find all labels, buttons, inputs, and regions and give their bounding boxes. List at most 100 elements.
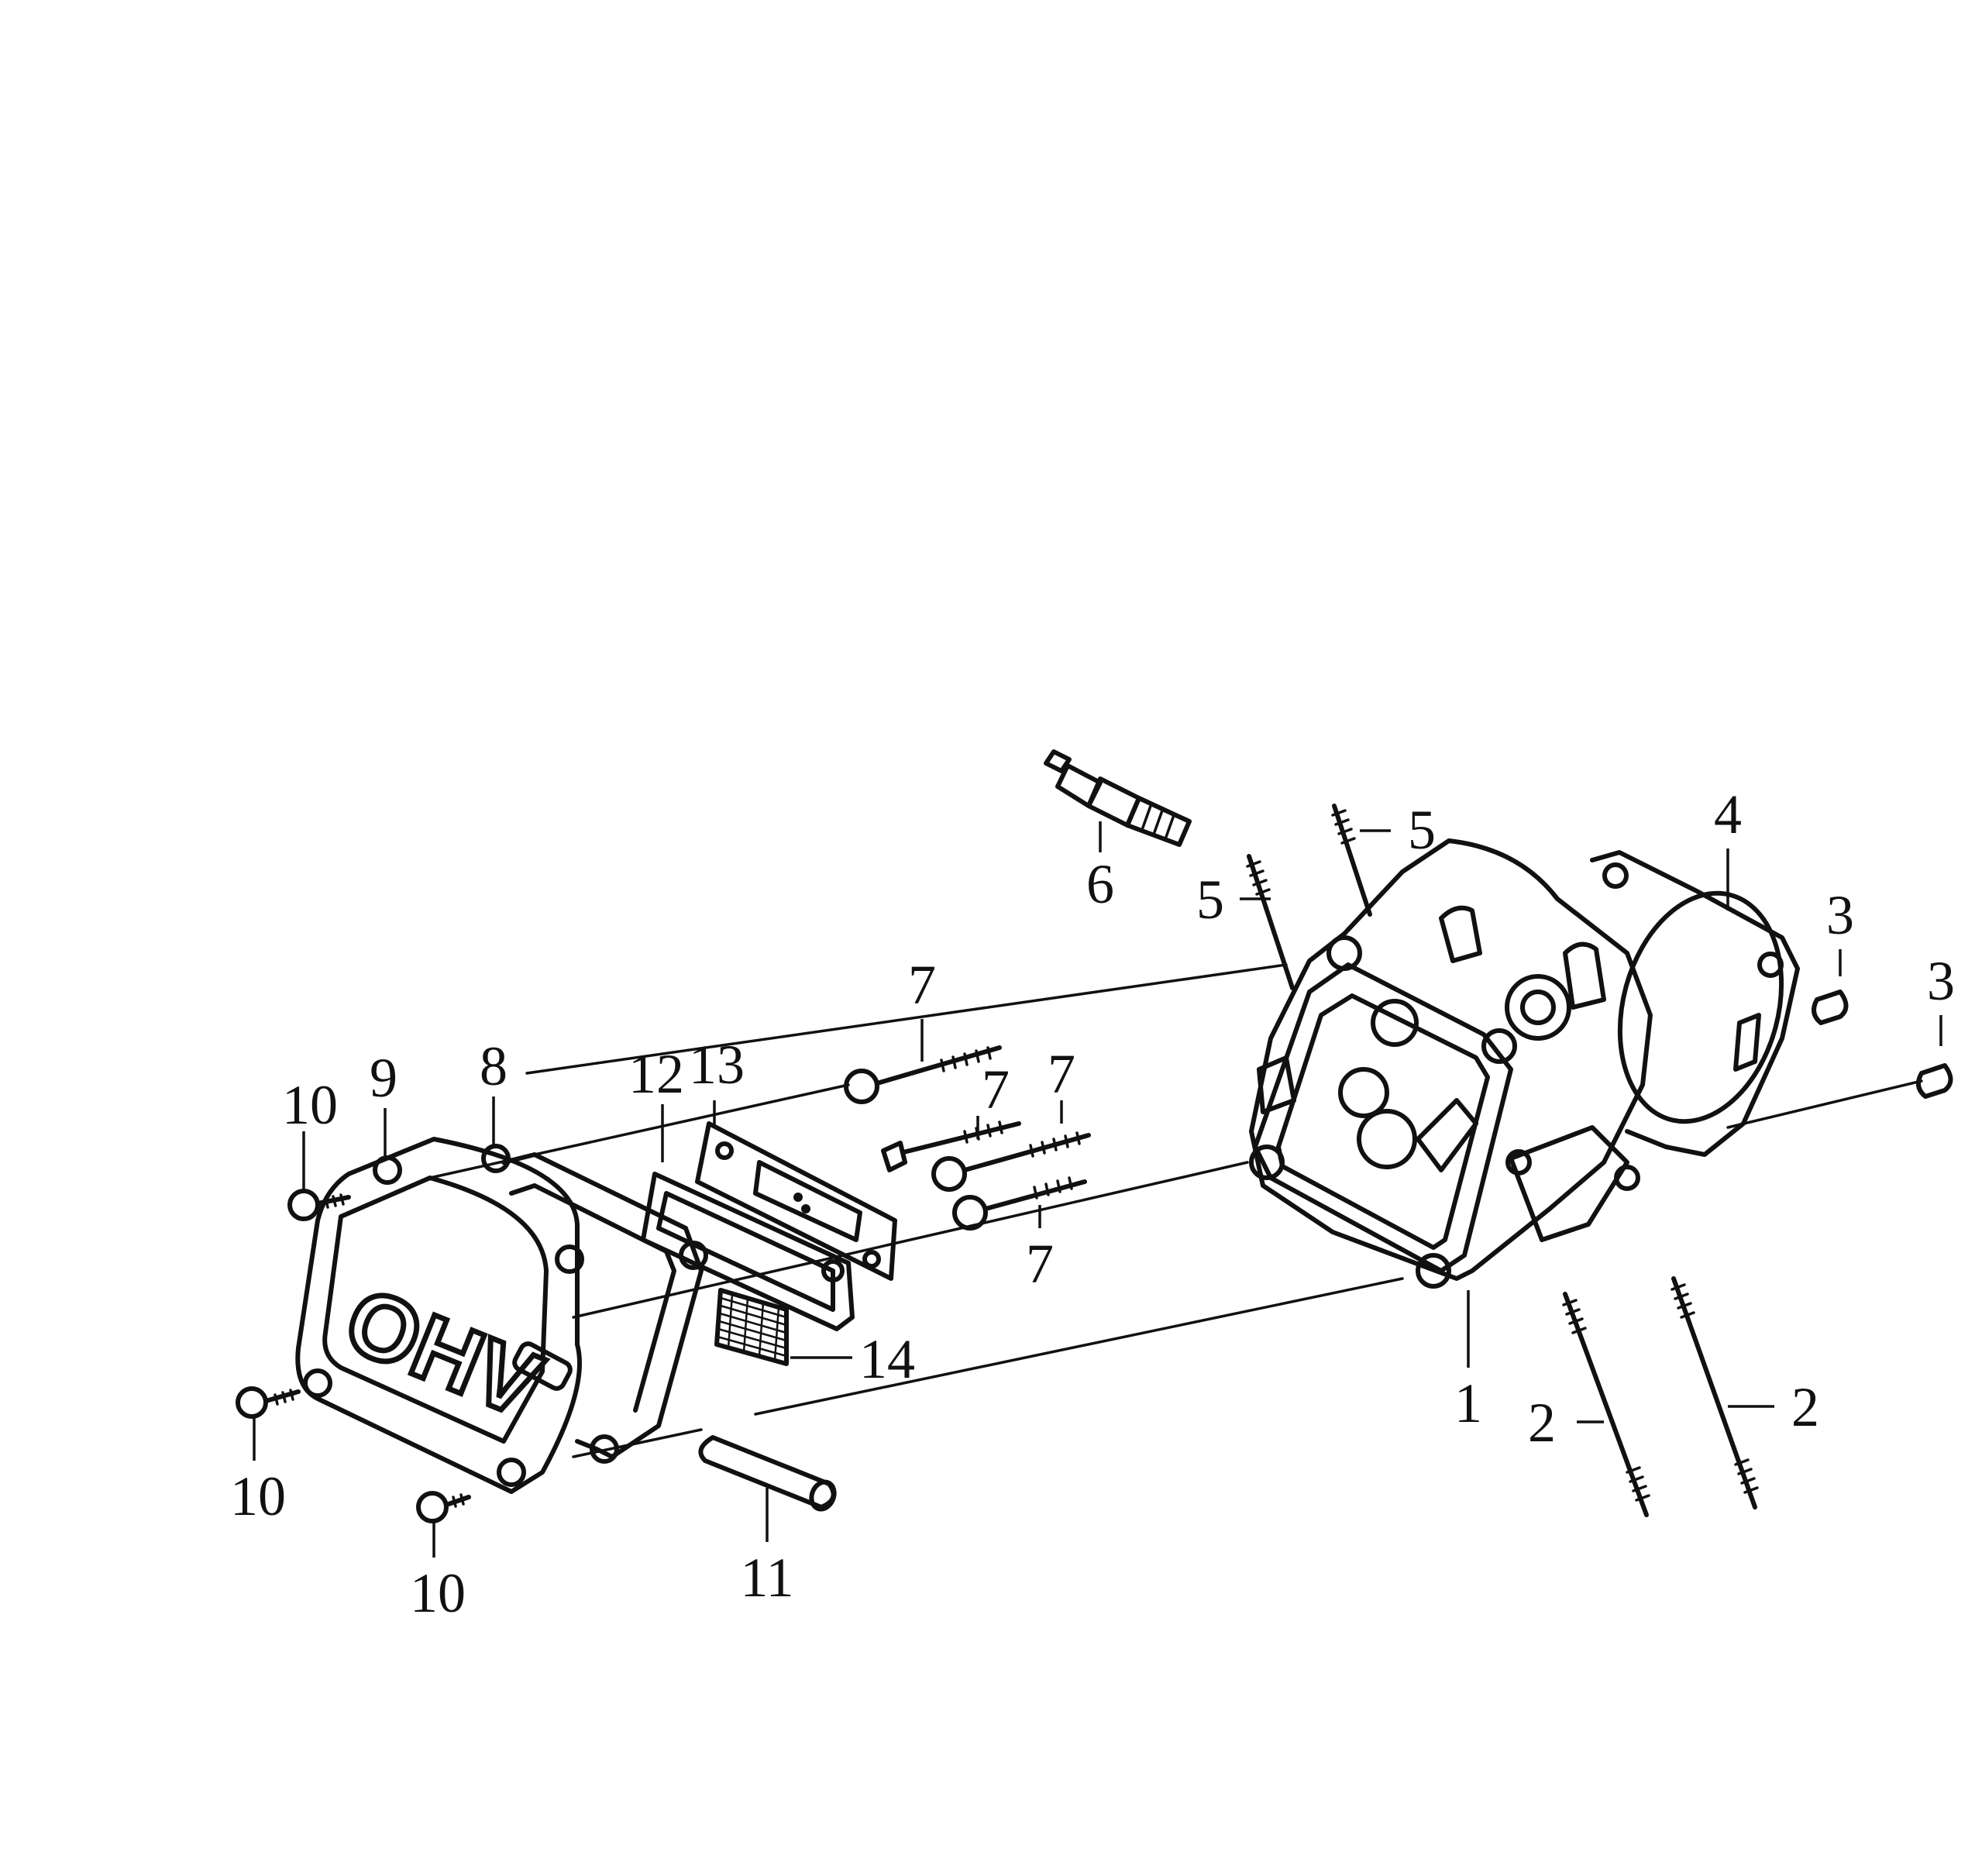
bolt-shank: [875, 1045, 1002, 1086]
head-gasket-outline: [1590, 850, 1800, 1157]
head-bolt-mid-left: [881, 1120, 1021, 1172]
stud-top-right: [1331, 804, 1372, 917]
stud-thread-top: [1562, 1299, 1587, 1334]
bolt-head: [931, 1156, 967, 1192]
callout-2-right: 2: [1791, 1376, 1819, 1438]
assembly-line-upper: [525, 963, 1288, 1075]
dowel-pin-body: [1916, 1063, 1953, 1099]
valve-cover-bolt-hole-br: [497, 1458, 526, 1487]
bolt-thread: [324, 1193, 345, 1209]
dowel-pin-upper: [1812, 990, 1849, 1025]
callout-10-upper: 10: [282, 1074, 338, 1136]
assembly-lines: [428, 963, 1923, 1458]
spark-plug-port-inner: [1520, 990, 1556, 1025]
head-gasket-slot: [1733, 1013, 1761, 1072]
bolt-thread: [452, 1493, 465, 1508]
long-stud-left: [1562, 1292, 1650, 1517]
bolt-head: [952, 1195, 988, 1231]
rocker-arm: [1416, 1098, 1478, 1172]
cylinder-head-rocker-chamber: [1276, 993, 1490, 1250]
cover-bolt-bottom: [416, 1491, 471, 1523]
callout-3-lower: 3: [1927, 950, 1955, 1012]
stud-thread-bottom: [1734, 1458, 1759, 1494]
callout-labels: 1 2 2 3 3 4 5 5 6 7 7 7 7 8 9 10 10 10 1…: [230, 783, 1955, 1624]
callout-14: 14: [859, 1328, 915, 1390]
callout-8: 8: [480, 1035, 508, 1097]
breather-tube: [698, 1435, 837, 1512]
bolt-head: [416, 1491, 449, 1523]
stud-thread: [1331, 809, 1356, 845]
callout-3-upper: 3: [1826, 884, 1854, 946]
callout-4: 4: [1714, 783, 1742, 845]
intake-flange-hole-right: [1614, 1165, 1640, 1191]
callout-9: 9: [370, 1047, 397, 1109]
bolt-shank: [444, 1495, 471, 1507]
valve-cover-face: [322, 1176, 549, 1444]
assembly-line-middle: [572, 1161, 1249, 1319]
callout-5-left: 5: [1196, 869, 1224, 931]
breather-cover-rivet-a: [793, 1193, 803, 1202]
breather-tube-end: [809, 1479, 837, 1512]
callout-1: 1: [1454, 1372, 1482, 1434]
breather-cover-window: [753, 1160, 862, 1242]
valve-cover-bolt-hole-tl: [373, 1155, 402, 1185]
cover-gasket-outline: [501, 1152, 704, 1459]
rocker-pivot-left: [1338, 1067, 1389, 1118]
spark-plug-thread-body: [1125, 796, 1192, 847]
head-gasket-hole-tr: [1757, 952, 1784, 978]
callout-11: 11: [740, 1547, 793, 1609]
bolt-thread: [274, 1389, 294, 1406]
callout-5-right: 5: [1408, 799, 1436, 861]
cylinder-head: [1249, 838, 1653, 1289]
cover-bolt-upper: [287, 1189, 351, 1221]
valve-cover-bolt-hole-bl: [303, 1368, 332, 1398]
bolt-head: [881, 1141, 907, 1172]
leader-lines: [253, 821, 1942, 1558]
filter-mesh-hatch: [742, 1297, 749, 1353]
head-bolt-mid-right: [931, 1131, 1091, 1192]
filter-mesh-hatch: [758, 1302, 765, 1357]
valve-cover-outline: [295, 1137, 582, 1494]
bolt-shank: [263, 1389, 301, 1403]
spark-plug-insulator: [1055, 763, 1103, 808]
head-gasket: [1590, 850, 1800, 1157]
bolt-thread: [1033, 1176, 1073, 1200]
valve-cover: OHV: [295, 1137, 584, 1494]
dowel-pin-body: [1812, 990, 1849, 1025]
cylinder-head-gasket-face: [1253, 962, 1513, 1273]
stud-body: [1247, 854, 1295, 990]
callout-6: 6: [1086, 853, 1114, 915]
cover-gasket-hole-br: [590, 1434, 619, 1464]
head-gasket-bore: [1617, 890, 1784, 1124]
cylinder-head-boss: [1257, 1055, 1296, 1114]
stud-thread: [1246, 860, 1271, 896]
cover-bolt-left: [236, 1386, 301, 1419]
breather-cover: [695, 1121, 897, 1281]
bolt-head: [236, 1386, 268, 1419]
filter-mesh-hatch: [727, 1293, 734, 1349]
head-bolt-hole-top: [1326, 935, 1362, 971]
breather-plate-hole: [821, 1259, 845, 1282]
intake-port-flange: [1509, 1125, 1629, 1242]
cover-gasket-hole-tl: [481, 1144, 511, 1173]
head-bolt-top: [844, 1045, 1002, 1104]
bolt-shank: [962, 1133, 1091, 1172]
assembly-line-right: [1726, 1079, 1923, 1129]
callout-2-left: 2: [1528, 1392, 1556, 1454]
bolt-thread: [1029, 1131, 1081, 1158]
breather-plate-outline: [641, 1172, 855, 1331]
assembly-line-mid-upper: [428, 1083, 850, 1179]
valve-cover-bolt-hole-tr: [555, 1244, 584, 1274]
breather-plate: [641, 1172, 855, 1331]
breather-cover-rivet-b: [801, 1204, 810, 1213]
spark-plug: [1044, 749, 1192, 847]
spark-plug-port: [1505, 974, 1571, 1041]
stud-thread-bottom: [1626, 1466, 1650, 1502]
long-stud-right: [1670, 1276, 1759, 1509]
head-bolt-bottom: [952, 1176, 1087, 1231]
cylinder-head-fin: [1563, 941, 1606, 1010]
callout-13: 13: [689, 1034, 745, 1096]
breather-cover-outline: [695, 1121, 897, 1281]
filter-mesh: [714, 1288, 789, 1366]
